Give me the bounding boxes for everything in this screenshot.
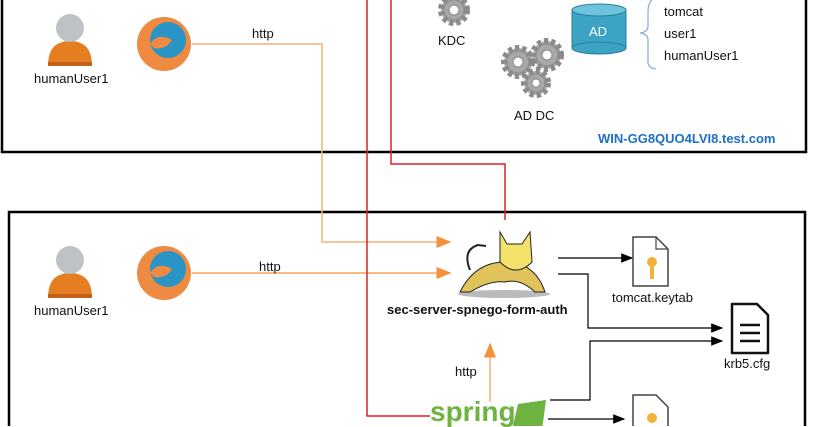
host-label: WIN-GG8QUO4LVI8.test.com — [598, 131, 776, 146]
bottom-http-label: http — [259, 259, 281, 274]
spring-leaf-icon — [512, 400, 546, 426]
firefox-icon — [137, 17, 191, 71]
top-http-connector — [192, 43, 452, 248]
krb5-label: krb5.cfg — [724, 356, 771, 371]
kdc-label: KDC — [438, 33, 466, 48]
ad-label: AD — [589, 24, 608, 39]
server-label: sec-server-spnego-form-auth — [387, 302, 568, 317]
addc-label: AD DC — [514, 108, 555, 123]
kerberos-line-tomcat — [390, 0, 506, 220]
keytab-file-icon — [632, 236, 669, 287]
ad-account-tomcat: tomcat — [664, 4, 704, 19]
user-icon — [48, 14, 92, 66]
spring-http-label: http — [455, 364, 477, 379]
top-user-label: humanUser1 — [34, 71, 109, 86]
ad-accounts-brace — [639, 0, 657, 70]
spring-logo-text: spring — [430, 396, 516, 427]
bottom-user-label: humanUser1 — [34, 303, 109, 318]
ad-account-humanuser1: humanUser1 — [664, 48, 739, 63]
krb5-file-icon — [730, 302, 770, 355]
ad-database-icon — [571, 3, 627, 55]
kerberos-line-spring — [366, 0, 430, 417]
top-http-label: http — [252, 26, 274, 41]
ad-account-user1: user1 — [664, 26, 697, 41]
user-icon — [48, 246, 92, 298]
tomcat-to-krb5-connector — [558, 273, 724, 333]
bottom-box-frame — [7, 210, 807, 426]
spring-to-krb5-connector — [550, 336, 724, 401]
kdc-gear-icon — [438, 0, 470, 26]
firefox-icon — [137, 246, 191, 300]
keytab-label: tomcat.keytab — [612, 290, 693, 305]
top-box-frame — [0, 0, 808, 154]
addc-gears-icon — [501, 38, 564, 98]
tomcat-icon — [458, 230, 550, 298]
keytab-file-icon-2 — [632, 394, 669, 426]
